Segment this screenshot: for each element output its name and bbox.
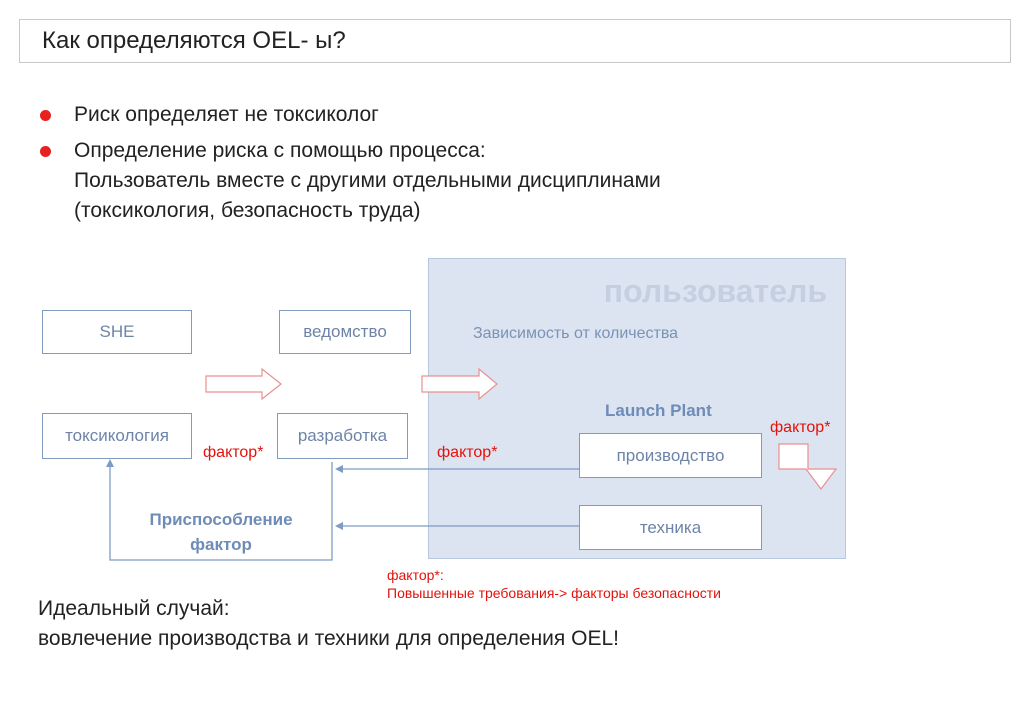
footnote-line: фактор*:	[387, 567, 444, 583]
connector-line	[109, 462, 333, 561]
adaptation-line: Приспособление	[149, 510, 293, 529]
bullet-text: (токсикология, безопасность труда)	[74, 199, 421, 222]
factor-label: фактор*	[770, 419, 831, 436]
technique-box: техника	[579, 505, 762, 550]
bullet-text: Определение риска с помощью процесса:	[74, 139, 486, 162]
right-arrow-icon	[205, 367, 282, 401]
ideal-case-text: Идеальный случай: вовлечение производств…	[38, 594, 619, 654]
bullet-dot-icon	[40, 110, 51, 121]
right-arrow-icon	[421, 367, 498, 401]
factor-label: фактор*	[437, 444, 498, 461]
ideal-line: Идеальный случай:	[38, 597, 230, 620]
launch-plant-label: Launch Plant	[605, 401, 712, 420]
she-box: SHE	[42, 310, 192, 354]
user-panel-title: пользователь	[603, 273, 827, 309]
development-box: разработка	[277, 413, 408, 459]
adaptation-line: фактор	[190, 535, 252, 554]
arrowhead-icon	[335, 522, 343, 530]
bullet-dot-icon	[40, 146, 51, 157]
title-box: Как определяются OEL- ы?	[19, 19, 1011, 63]
production-box: производство	[579, 433, 762, 478]
arrowhead-icon	[335, 465, 343, 473]
footnote-line: Повышенные требования-> факторы безопасн…	[387, 585, 721, 601]
down-arrow-icon	[778, 443, 838, 490]
agency-box: ведомство	[279, 310, 411, 354]
arrowhead-icon	[106, 459, 114, 467]
factor-footnote: фактор*: Повышенные требования-> факторы…	[387, 566, 721, 602]
bullet-item: Риск определяет не токсиколог	[38, 100, 661, 130]
page-title: Как определяются OEL- ы?	[42, 27, 346, 54]
toxicology-box: токсикология	[42, 413, 192, 459]
dependency-text: Зависимость от количества	[473, 325, 679, 342]
bullet-text: Пользователь вместе с другими отдельными…	[74, 169, 661, 192]
bullet-text: Риск определяет не токсиколог	[74, 103, 379, 126]
ideal-line: вовлечение производства и техники для оп…	[38, 627, 619, 650]
adaptation-factor-label: Приспособление фактор	[111, 507, 331, 557]
factor-label: фактор*	[203, 444, 264, 461]
bullet-list: Риск определяет не токсиколог Определени…	[38, 100, 661, 232]
bullet-item: Определение риска с помощью процесса: По…	[38, 136, 661, 226]
